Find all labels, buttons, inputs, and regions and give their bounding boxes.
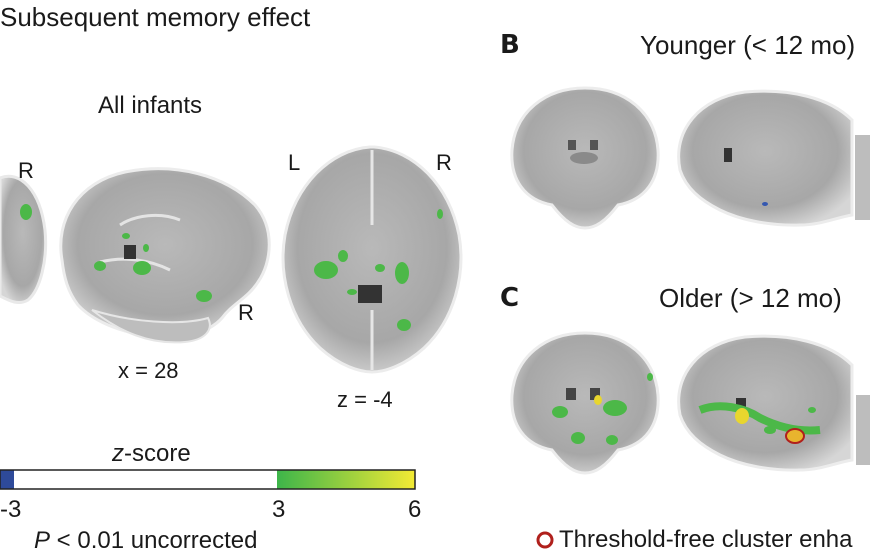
colorbar-negative-segment — [0, 470, 14, 489]
slice-a-coronal-partial — [0, 174, 48, 304]
colorbar-label-rest: -score — [124, 440, 191, 467]
colorbar-neutral-segment — [14, 470, 277, 489]
tfce-marker-icon — [536, 531, 554, 549]
tfce-legend-text: Threshold-free cluster enha — [559, 526, 853, 553]
colorbar-positive-segment — [277, 470, 415, 489]
slice-c-sagittal — [677, 334, 854, 472]
panel-a-subtitle: All infants — [98, 92, 203, 119]
slice-b-partial — [855, 135, 870, 220]
orientation-r-sagittal: R — [238, 300, 254, 325]
panel-c-letter: C — [500, 283, 520, 313]
orientation-r-left: R — [18, 158, 34, 183]
slice-c-partial — [856, 395, 870, 465]
figure-title: Subsequent memory effect — [0, 2, 311, 32]
orientation-l-axial: L — [288, 150, 301, 175]
coord-x-label: x = 28 — [118, 358, 179, 383]
colorbar-border — [0, 469, 416, 490]
slice-a-sagittal — [59, 167, 271, 344]
colorbar-tick-3: 3 — [272, 496, 286, 523]
panel-b-letter: B — [500, 30, 520, 60]
slice-c-coronal — [510, 331, 660, 475]
slice-b-sagittal — [677, 89, 854, 227]
colorbar-tick-neg3: -3 — [0, 496, 22, 523]
colorbar-label: z-score — [112, 440, 191, 468]
threshold-caption-rest: < 0.01 uncorrected — [50, 527, 258, 554]
colorbar — [0, 469, 416, 490]
orientation-r-axial: R — [436, 150, 452, 175]
slice-b-coronal — [510, 86, 660, 230]
panel-b-group-label: Younger (< 12 mo) — [640, 30, 856, 60]
slice-a-axial — [281, 145, 463, 374]
panel-c-group-label: Older (> 12 mo) — [659, 283, 842, 313]
threshold-caption-italic: P — [34, 527, 51, 554]
colorbar-label-italic: z — [112, 440, 124, 467]
colorbar-tick-6: 6 — [408, 496, 422, 523]
coord-z-label: z = -4 — [337, 387, 393, 412]
threshold-caption: P < 0.01 uncorrected — [34, 527, 257, 555]
